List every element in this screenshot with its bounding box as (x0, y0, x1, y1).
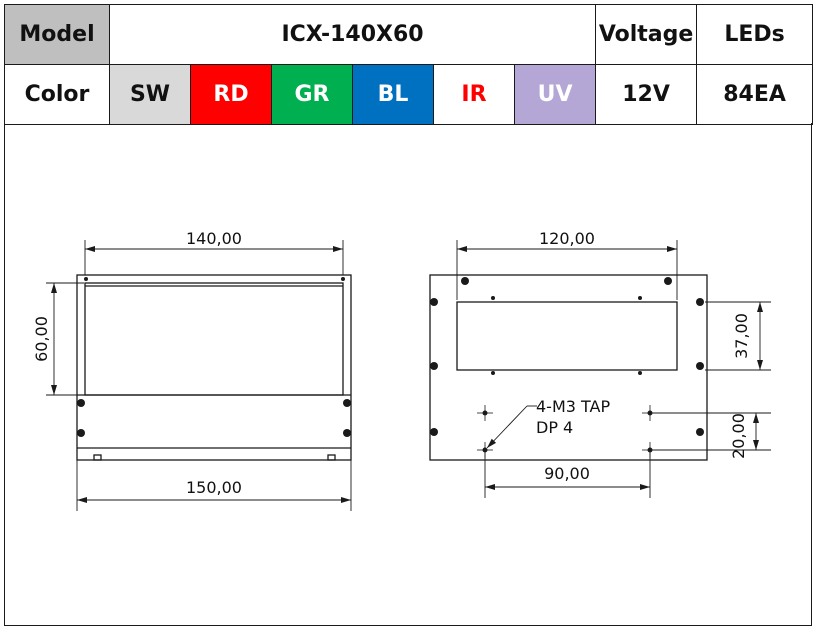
front-dim-bottom-label: 150,00 (186, 478, 242, 497)
rear-window (456, 301, 678, 371)
color-uv: UV (513, 64, 597, 125)
tap-note-leader (486, 405, 528, 449)
rear-small-dot (491, 371, 495, 375)
color-rd: RD (190, 64, 272, 125)
front-screw-hole (343, 429, 351, 437)
drawing-frame (4, 123, 812, 626)
spec-table: Model ICX-140X60 Voltage LEDs Color SW R… (4, 4, 814, 125)
rear-screw-hole (696, 428, 704, 436)
rear-screw-hole (664, 277, 672, 285)
rear-dim-bottom-label: 90,00 (544, 464, 590, 483)
rear-screw-hole (461, 277, 469, 285)
rear-small-dot (638, 371, 642, 375)
color-label: Color (4, 64, 110, 125)
front-dim-top-label: 140,00 (186, 229, 242, 248)
color-gr: GR (271, 64, 353, 125)
rear-screw-hole (430, 362, 438, 370)
rear-dim-top-label: 120,00 (539, 229, 595, 248)
front-foot-left (93, 454, 102, 461)
model-label: Model (4, 4, 110, 65)
voltage-value: 12V (595, 64, 698, 125)
rear-screw-hole (430, 298, 438, 306)
rear-dim-right-lower-label: 20,00 (729, 413, 748, 459)
front-screw-hole (343, 399, 351, 407)
color-bl: BL (352, 64, 434, 125)
rear-view (429, 240, 771, 498)
tap-note-line1: 4-M3 TAP (536, 397, 611, 416)
front-foot-right (327, 454, 336, 461)
front-window (84, 282, 344, 396)
tap-note-line2: DP 4 (536, 418, 573, 437)
rear-small-dot (491, 296, 495, 300)
leds-value: 84EA (696, 64, 814, 125)
rear-small-dot (638, 296, 642, 300)
color-ir: IR (433, 64, 515, 125)
front-dim-left-label: 60,00 (32, 316, 51, 362)
front-corner-dot (84, 277, 88, 281)
color-sw: SW (109, 64, 191, 125)
front-outer-outline (76, 274, 352, 461)
front-corner-dot (341, 277, 345, 281)
leds-label: LEDs (696, 4, 814, 65)
rear-screw-hole (696, 298, 704, 306)
voltage-label: Voltage (595, 4, 698, 65)
front-screw-hole (77, 429, 85, 437)
rear-outer-outline (429, 274, 708, 461)
rear-dim-right-upper-label: 37,00 (732, 313, 751, 359)
rear-screw-hole (430, 428, 438, 436)
rear-screw-hole (696, 362, 704, 370)
front-screw-hole (77, 399, 85, 407)
front-view (46, 240, 352, 511)
